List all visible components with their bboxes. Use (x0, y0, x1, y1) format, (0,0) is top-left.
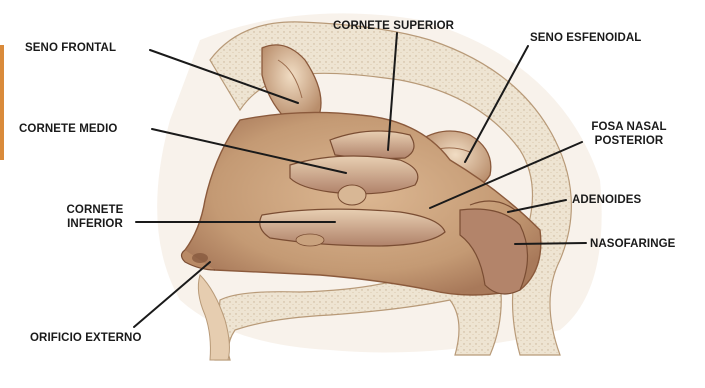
label-fosa-nasal-line1: FOSA NASAL (583, 120, 675, 134)
label-cornete-inferior-line1: CORNETE (54, 203, 136, 217)
label-fosa-nasal-posterior: FOSA NASAL POSTERIOR (583, 120, 675, 148)
label-cornete-superior: CORNETE SUPERIOR (333, 19, 454, 33)
label-nasofaringe: NASOFARINGE (590, 237, 675, 251)
label-seno-frontal: SENO FRONTAL (25, 41, 116, 55)
label-cornete-inferior: CORNETE INFERIOR (54, 203, 136, 231)
label-cornete-inferior-line2: INFERIOR (54, 217, 136, 231)
label-seno-esfenoidal: SENO ESFENOIDAL (530, 31, 641, 45)
label-cornete-medio: CORNETE MEDIO (19, 122, 117, 136)
label-orificio-externo: ORIFICIO EXTERNO (30, 331, 142, 345)
label-adenoides: ADENOIDES (572, 193, 641, 207)
label-fosa-nasal-line2: POSTERIOR (583, 134, 675, 148)
leader-nasofaringe (515, 243, 586, 244)
